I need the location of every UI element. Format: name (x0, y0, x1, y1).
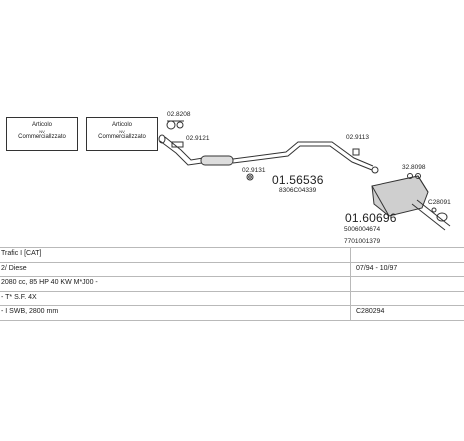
row-drive: - T* S.F. 4X (1, 293, 37, 301)
front-pipe (158, 134, 204, 166)
table-row: 2080 cc, 85 HP 40 KW M*J00 - (0, 276, 464, 291)
gasket-part (246, 173, 254, 181)
legend-line1: Articolo (31, 122, 52, 128)
table-row: - T* S.F. 4X (0, 290, 464, 306)
part-sub-main2-1: 5006004674 (344, 226, 381, 233)
front-silencer (200, 155, 234, 166)
rear-clamp-part (407, 173, 448, 222)
part-label-p6: C28091 (428, 199, 451, 206)
table-row: Trafic I [CAT] (0, 247, 464, 262)
legend-line3: Commerciallzzato (18, 134, 66, 140)
row-model: Trafic I [CAT] (1, 250, 42, 257)
table-row: - I SWB, 2800 mm C280294 (0, 305, 464, 321)
row-wheelbase: - I SWB, 2800 mm (1, 308, 59, 316)
part-code-main1: 01.56536 (272, 173, 324, 187)
clamp-part (166, 120, 184, 148)
part-label-p1: 02.8208 (167, 111, 191, 118)
row-engine-type: 2/ Diese (1, 264, 27, 272)
hanger-part (352, 148, 379, 174)
row-engine-spec: 2080 cc, 85 HP 40 KW M*J00 - (1, 279, 98, 287)
part-label-p5: 32.8098 (402, 164, 426, 171)
part-label-p4: 02.9113 (346, 134, 370, 141)
part-sub-main2-2: 7701001379 (344, 238, 381, 245)
rear-silencer (371, 175, 451, 231)
legend-box-2: Articolo NV Commerciallzzato (86, 117, 158, 151)
part-label-p2: 02.9121 (186, 135, 210, 142)
legend-line2: NV (39, 129, 45, 134)
part-sub-main1: 8306C04339 (279, 187, 317, 194)
legend-line1: Articolo (111, 122, 132, 128)
part-label-p3: 02.9131 (242, 167, 266, 174)
row-reference-code: C280294 (356, 308, 385, 316)
legend-line2: NV (119, 129, 125, 134)
middle-pipe (232, 141, 374, 171)
table-row: 2/ Diese 07/94 - 10/97 (0, 261, 464, 277)
part-code-main2: 01.60696 (345, 211, 397, 225)
legend-box-1: Articolo NV Commerciallzzato (6, 117, 78, 151)
legend-line3: Commerciallzzato (98, 134, 146, 140)
row-date-range: 07/94 - 10/97 (356, 264, 398, 272)
vehicle-info-table: Trafic I [CAT] 2/ Diese 07/94 - 10/97 20… (0, 247, 464, 321)
